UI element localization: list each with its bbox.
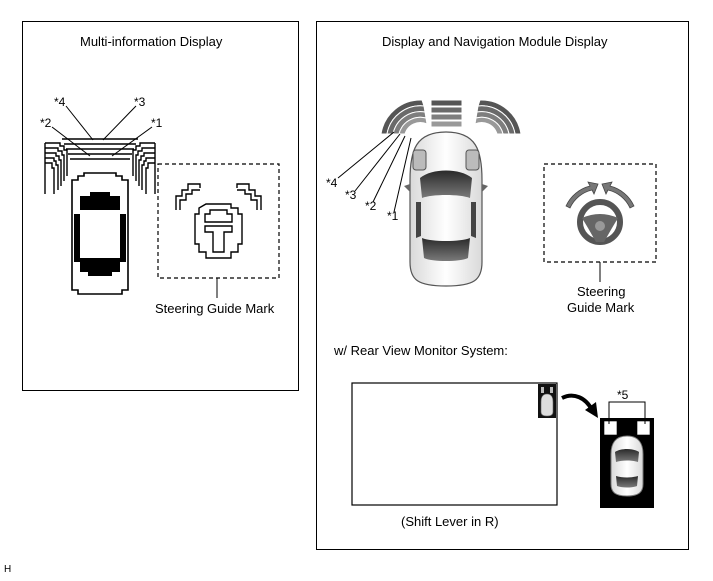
- left-callout-3: *3: [134, 95, 146, 109]
- left-steering-guide-label: Steering Guide Mark: [155, 301, 275, 316]
- right-steering-guide-box: [543, 163, 657, 263]
- mini-car-thumbnail: [538, 384, 556, 418]
- right-callout-4: *4: [326, 176, 338, 190]
- right-callout-2: *2: [365, 199, 377, 213]
- left-callout-1: *1: [151, 116, 163, 130]
- enlarged-car-view: [600, 418, 654, 508]
- left-callout-4: *4: [54, 95, 66, 109]
- left-car-icon: [71, 172, 129, 295]
- corner-code: H: [4, 564, 12, 575]
- zoom-arrow-head: [585, 402, 598, 418]
- right-callout-3: *3: [345, 188, 357, 202]
- callout-5-label: *5: [617, 388, 629, 402]
- rear-view-monitor-screen: [351, 382, 558, 506]
- left-steering-wheel-pixel-icon: [175, 183, 262, 259]
- navigation-display-title: Display and Navigation Module Display: [382, 34, 608, 49]
- right-steering-guide-label-line1: Steering: [577, 284, 626, 299]
- right-callout-leaders: [337, 131, 412, 213]
- right-steering-wheel-icon: [565, 181, 635, 245]
- right-sensor-zones: [380, 99, 522, 135]
- rear-view-monitor-heading: w/ Rear View Monitor System:: [334, 343, 508, 358]
- shift-lever-caption: (Shift Lever in R): [401, 514, 499, 529]
- multi-information-display-title: Multi-information Display: [80, 34, 223, 49]
- left-callout-2: *2: [40, 116, 52, 130]
- navigation-display-panel: [316, 21, 689, 550]
- callout-5-bracket: [608, 401, 646, 424]
- left-steering-guide-box: [157, 163, 280, 279]
- right-callout-1: *1: [387, 209, 399, 223]
- left-sensor-zones: [44, 138, 156, 194]
- multi-information-display-panel: [22, 21, 299, 391]
- zoom-arrow: [561, 393, 594, 411]
- left-callout-leaders: [51, 105, 153, 157]
- right-steering-guide-label-line2: Guide Mark: [567, 300, 635, 315]
- right-car-icon: [404, 131, 488, 287]
